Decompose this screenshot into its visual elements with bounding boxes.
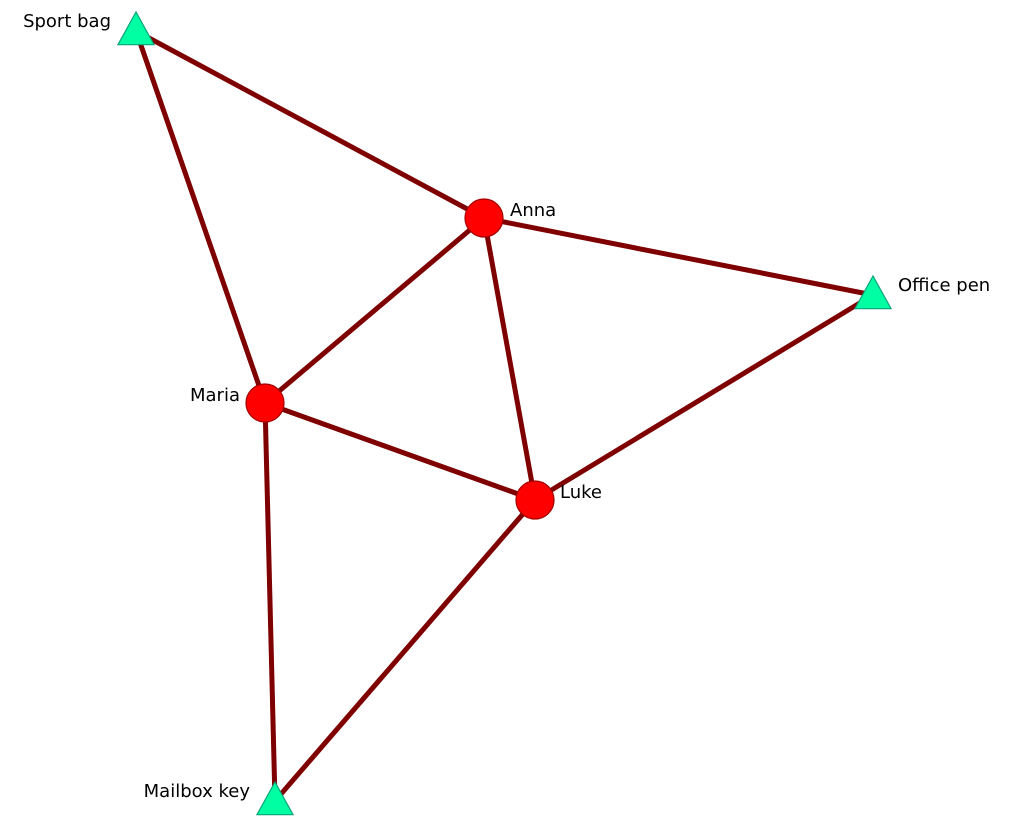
- node-label-mailbox-key: Mailbox key: [144, 781, 251, 802]
- nodes-layer: [116, 10, 893, 816]
- node-label-office-pen: Office pen: [898, 275, 990, 296]
- node-label-sport-bag: Sport bag: [23, 11, 111, 32]
- edge-maria-luke: [262, 400, 538, 503]
- node-label-maria: Maria: [190, 385, 240, 406]
- edge-anna-luke: [481, 215, 538, 503]
- node-maria: [245, 383, 285, 423]
- node-mailbox-key: [255, 780, 295, 816]
- edge-luke-mailbox-key: [272, 497, 538, 804]
- edge-maria-mailbox-key: [262, 400, 278, 804]
- edge-anna-maria: [262, 215, 487, 406]
- edge-sport-bag-maria: [133, 28, 268, 406]
- edge-anna-office-pen: [481, 215, 876, 298]
- node-label-anna: Anna: [510, 200, 556, 221]
- edge-sport-bag-anna: [133, 28, 487, 221]
- edges-layer: [133, 28, 876, 804]
- node-sport-bag: [116, 10, 156, 46]
- edge-luke-office-pen: [532, 292, 876, 503]
- node-luke: [515, 480, 555, 520]
- node-label-luke: Luke: [560, 482, 602, 503]
- node-anna: [464, 198, 504, 238]
- node-office-pen: [853, 274, 893, 310]
